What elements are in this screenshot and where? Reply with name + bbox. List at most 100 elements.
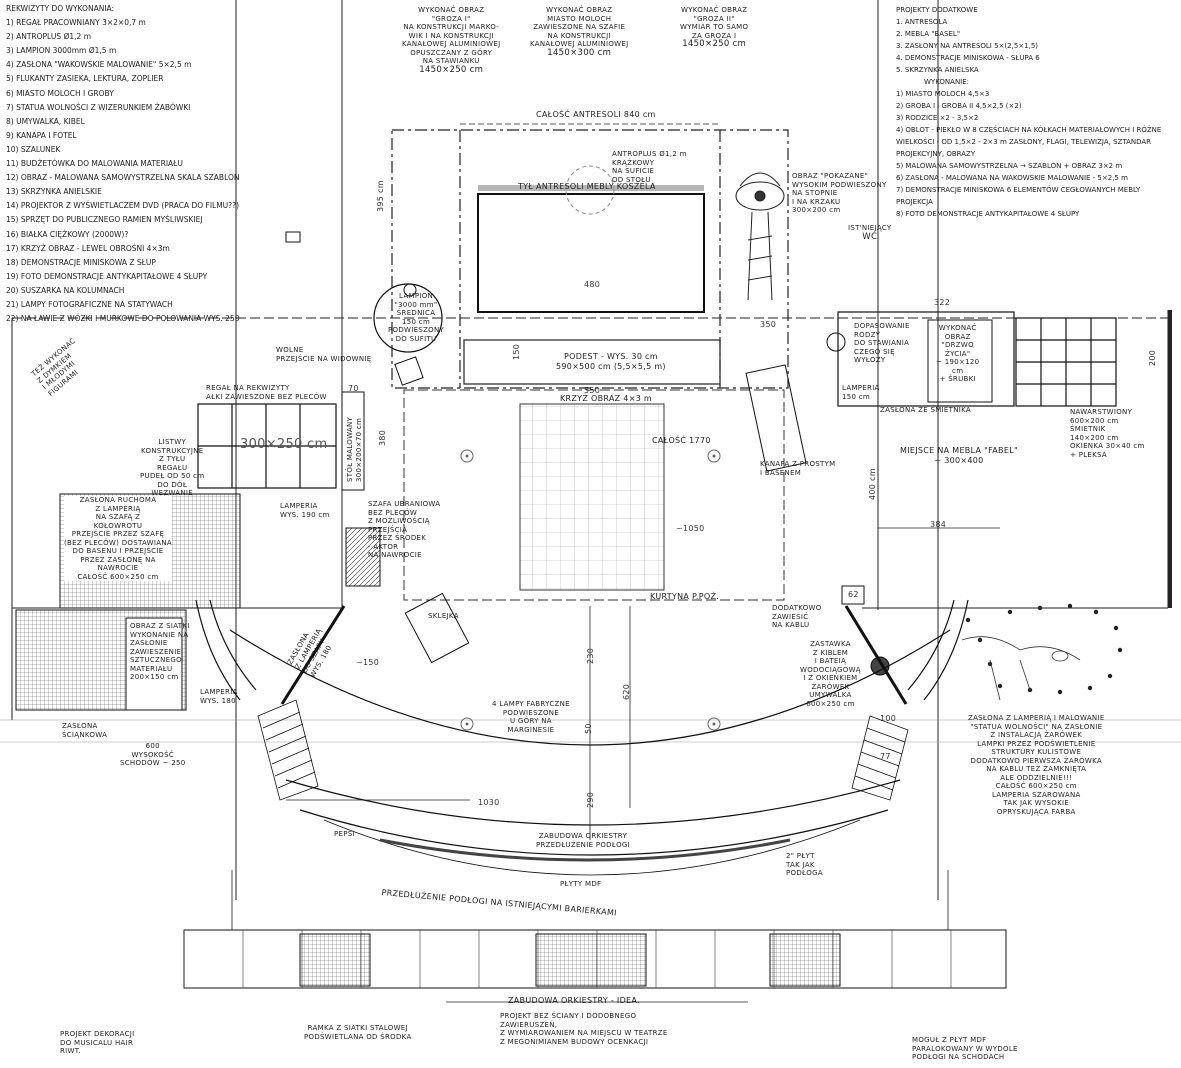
candle-dot bbox=[1093, 609, 1099, 615]
projekty-item: 3) RODZICE ×2 - 3,5×2 bbox=[896, 114, 979, 122]
antresola-width-label: CAŁOŚĆ ANTRESOLI 840 cm bbox=[536, 110, 656, 119]
tyl-antresoli-label: TYŁ ANTRESOLI MEBLY KOSZELA bbox=[518, 182, 656, 191]
projekty-list: PROJEKTY DODATKOWE 1. ANTRESOLA 2. MEBLA… bbox=[896, 4, 1176, 220]
rekwizyty-item: 16) BIAŁKA CIĘŻKOWY (2000W)? bbox=[6, 229, 129, 239]
szafa bbox=[345, 527, 381, 587]
groza1-label: WYKONAĆ OBRAZ"GROZA I" NA KONSTRUKCJI MA… bbox=[402, 6, 501, 75]
dim-1050-label: ~1050 bbox=[676, 524, 705, 533]
dim-label: 200 bbox=[1148, 349, 1157, 366]
miejsce-fabel-label: MIEJSCE NA MEBLA "FABEL"~ 300×400 bbox=[900, 446, 1018, 465]
dim-label: 322 bbox=[934, 298, 951, 307]
obraz-pokaz-label: OBRAZ "POKAZANE"WYSOKIM PODWIESZONY NA S… bbox=[792, 172, 887, 214]
zaslona-lamperie-label: ZASŁONA Z LAMPERIĄ I MALOWANIE"STATUA WO… bbox=[968, 714, 1105, 816]
orchestra-panel-dividers bbox=[183, 930, 952, 988]
figure-sketch bbox=[961, 636, 1081, 701]
orchestra-panel bbox=[183, 929, 1007, 989]
width-480-label: 480 bbox=[584, 280, 601, 289]
widownia-kula-label: PEPSI bbox=[334, 830, 355, 838]
rekwizyty-heading: REKWIZYTY DO WYKONANIA: bbox=[6, 4, 115, 13]
rekwizyty-item: 19) FOTO DEMONSTRACJE ANTYKAPITAŁOWE 4 S… bbox=[6, 271, 208, 281]
rekwizyty-item: 22) NA ŁAWIE Z WÓZKI I MURKOWE DO POLOWA… bbox=[6, 314, 240, 324]
stage-arcs bbox=[195, 599, 969, 876]
regal-dim-label: 300×250 cm bbox=[240, 437, 328, 452]
krzyz-label: KRZYŻ OBRAZ 4×3 m bbox=[560, 394, 653, 403]
dim-label: 77 bbox=[880, 752, 891, 761]
plyty-mdf-label: PŁYTY MDF bbox=[560, 880, 602, 888]
regal-shelf bbox=[197, 403, 337, 489]
stairs-right bbox=[851, 715, 909, 801]
projekty-item: 5) MALOWANA SAMOWYSTRZELNA → SZABLON + O… bbox=[896, 162, 1123, 170]
rekwizyty-item: 4) ZASŁONA "WAKOWSKIE MALOWANIE" 5×2,5 m bbox=[6, 60, 192, 70]
rekwizyty-list: REKWIZYTY DO WYKONANIA: 1) REGAŁ PRACOWN… bbox=[6, 2, 240, 326]
dim-label: 620 bbox=[622, 683, 631, 700]
antresola-outline bbox=[391, 129, 789, 389]
rekwizyty-item: 8) UMYWALKA, KIBEL bbox=[6, 116, 85, 126]
dim-label: 350 bbox=[760, 320, 777, 329]
rekwizyty-item: 7) STATUA WOLNOŚCI Z WIZERUNKIEM ŻABÓWKI bbox=[6, 102, 191, 112]
candle-dot bbox=[1117, 647, 1123, 653]
rekwizyty-item: 20) SUSZARKA NA KOLUMNACH bbox=[6, 285, 125, 295]
projekty-item: 3. ZASŁONY NA ANTRESOLI 5×(2,5×1,5) bbox=[896, 42, 1039, 50]
rekwizyty-item: 5) FLUKANTY ZASIEKA, LEKTURA, ZOPLIER bbox=[6, 74, 164, 84]
rekwizyty-item: 18) DEMONSTRACJE MINISKOWA Z SŁUP bbox=[6, 257, 156, 267]
stol bbox=[341, 391, 365, 491]
rekwizyty-item: 13) SKRZYNKA ANIELSKIE bbox=[6, 187, 102, 197]
projekty-item: 8) FOTO DEMONSTRACJE ANTYKAPITAŁOWE 4 SŁ… bbox=[896, 210, 1080, 218]
antresola-frame bbox=[477, 193, 705, 313]
dim-label: 384 bbox=[930, 520, 947, 529]
dim-label: 290 bbox=[586, 791, 595, 808]
calosc-1770-label: CAŁOŚĆ 1770 bbox=[652, 436, 711, 445]
candle-dot bbox=[1037, 605, 1043, 611]
projekty-item: WYKONANIE: bbox=[924, 78, 970, 86]
dim-label: 150 bbox=[512, 343, 521, 360]
rekwizyty-item: 6) MIASTO MOLOCH I GROBY bbox=[6, 88, 114, 98]
krzyz-obraz bbox=[519, 403, 665, 591]
candle-dot bbox=[1087, 685, 1093, 691]
projekty-item: 6) ZASŁONA - MALOWANA NA WAKOWSKIE MALOW… bbox=[896, 174, 1128, 182]
dim-label: 1030 bbox=[478, 798, 500, 807]
window-grid bbox=[1015, 317, 1117, 407]
candle-dot bbox=[1057, 689, 1063, 695]
rekwizyty-item: 21) LAMPY FOTOGRAFICZNE NA STATYWACH bbox=[6, 299, 173, 309]
candle-dot bbox=[1007, 609, 1013, 615]
rekwizyty-item: 15) SPRZĘT DO PUBLICZNEGO RAMIEN MYŚLIWS… bbox=[6, 215, 203, 225]
projekty-heading: PROJEKTY DODATKOWE bbox=[896, 6, 978, 14]
dim-label: 100 bbox=[880, 714, 897, 723]
dim-label: 50 bbox=[584, 723, 593, 734]
rekwizyty-item: 11) BUDŻETÓWKA DO MALOWANIA MATERIAŁU bbox=[6, 159, 183, 169]
rekwizyty-item: 2) ANTROPLUS Ø1,2 m bbox=[6, 32, 92, 42]
rekwizyty-item: 14) PROJEKTOR Z WYŚWIETLACZEM DVD (PRACA… bbox=[6, 201, 240, 211]
kurtyna-label: KURTYNA P.POŻ. bbox=[650, 592, 720, 601]
projekty-item: 2. MEBLA "BASEL" bbox=[896, 30, 961, 38]
candle-dot bbox=[965, 617, 971, 623]
rekwizyty-item: 9) KANAPA I FOTEL bbox=[6, 130, 77, 140]
projekty-item: 1) MIASTO MOLOCH 4,5×3 bbox=[896, 90, 990, 98]
candle-dot bbox=[1113, 625, 1119, 631]
zaslona-smietnik-label: ZASŁONA ZE ŚMIETNIKA bbox=[880, 406, 971, 414]
sklejka-label: SKLEJKA bbox=[428, 612, 459, 620]
projekty-item: 5. SKRZYNKA ANIELSKA bbox=[896, 66, 979, 74]
rekwizyty-item: 1) REGAŁ PRACOWNIANY 3×2×0,7 m bbox=[6, 18, 146, 28]
podest bbox=[463, 339, 721, 385]
candle-dot bbox=[1067, 603, 1073, 609]
projekty-item: 1. ANTRESOLA bbox=[896, 18, 948, 26]
